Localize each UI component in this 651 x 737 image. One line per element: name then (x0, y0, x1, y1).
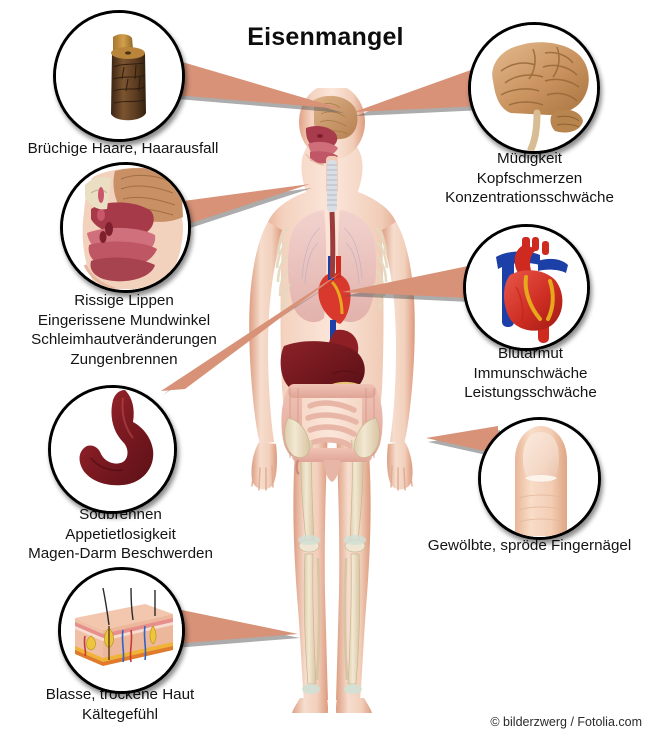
trachea (327, 160, 337, 212)
callout-bubble-hair (53, 10, 185, 142)
credit-line: © bilderzwerg / Fotolia.com (490, 715, 642, 729)
pointer-wedge-nail (424, 420, 500, 462)
heart-icon (496, 237, 568, 343)
pointer-wedge-stomach (155, 265, 345, 395)
caption-mouth: Rissige Lippen Eingerissene Mundwinkel S… (31, 292, 217, 368)
pointer-wedge-heart (340, 258, 470, 306)
pointer-wedge-skin (170, 604, 300, 652)
pointer-wedge-hair (170, 57, 345, 122)
callout-bubble-heart (463, 224, 590, 351)
callout-bubble-stomach (48, 385, 177, 514)
callout-bubble-skin (58, 567, 185, 694)
pointer-wedge-brain (352, 62, 484, 124)
callout-bubble-brain (468, 22, 600, 154)
ribs (275, 227, 389, 311)
caption-stomach: Sodbrennen Appetietlosigkeit Magen-Darm … (28, 506, 213, 562)
callout-bubble-nail (478, 417, 601, 540)
pelvis (284, 417, 380, 458)
caption-nail: Gewölbte, spröde Fingernägel (427, 537, 632, 554)
caption-brain: Müdigkeit Kopfschmerzen Konzentrationssc… (445, 150, 614, 206)
fingernail-icon (515, 426, 567, 536)
head-sagittal-section-icon (82, 167, 183, 290)
hair-shaft-icon (111, 34, 146, 121)
skin-cross-section-icon (75, 587, 173, 666)
callout-bubble-mouth (60, 162, 191, 293)
caption-heart: Blutarmut Immunschwäche Leistungsschwäch… (464, 345, 597, 401)
appendix (295, 459, 300, 475)
liver-organ (280, 341, 365, 395)
brain-icon (492, 42, 589, 151)
pointer-wedge-mouth (168, 178, 313, 238)
caption-hair: Brüchige Haare, Haarausfall (27, 140, 219, 157)
human-body-anatomy-illustration (232, 88, 432, 713)
stomach-icon (79, 390, 154, 486)
rectum (324, 460, 340, 482)
page-title: Eisenmangel (247, 23, 404, 51)
